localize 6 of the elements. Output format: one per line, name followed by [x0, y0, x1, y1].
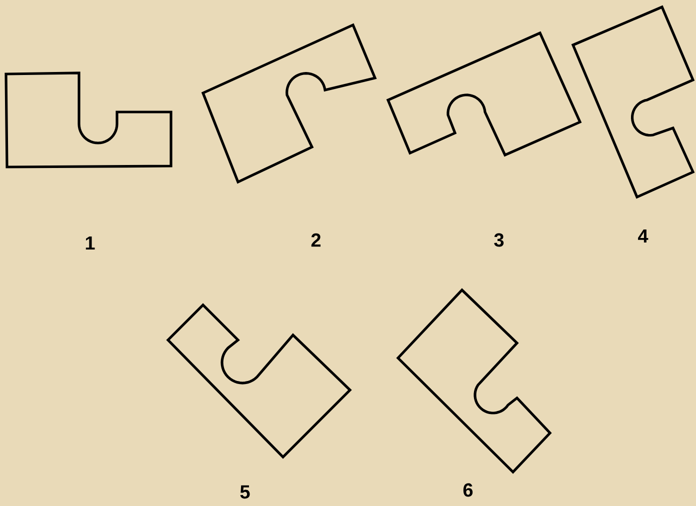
- cutout-shape: [4, 72, 172, 168]
- figure-number: 3: [494, 233, 504, 247]
- figure-number: 1: [86, 236, 95, 250]
- figure-number: 5: [240, 485, 250, 499]
- figure-number: 2: [311, 233, 321, 247]
- figure-number: 4: [638, 229, 648, 243]
